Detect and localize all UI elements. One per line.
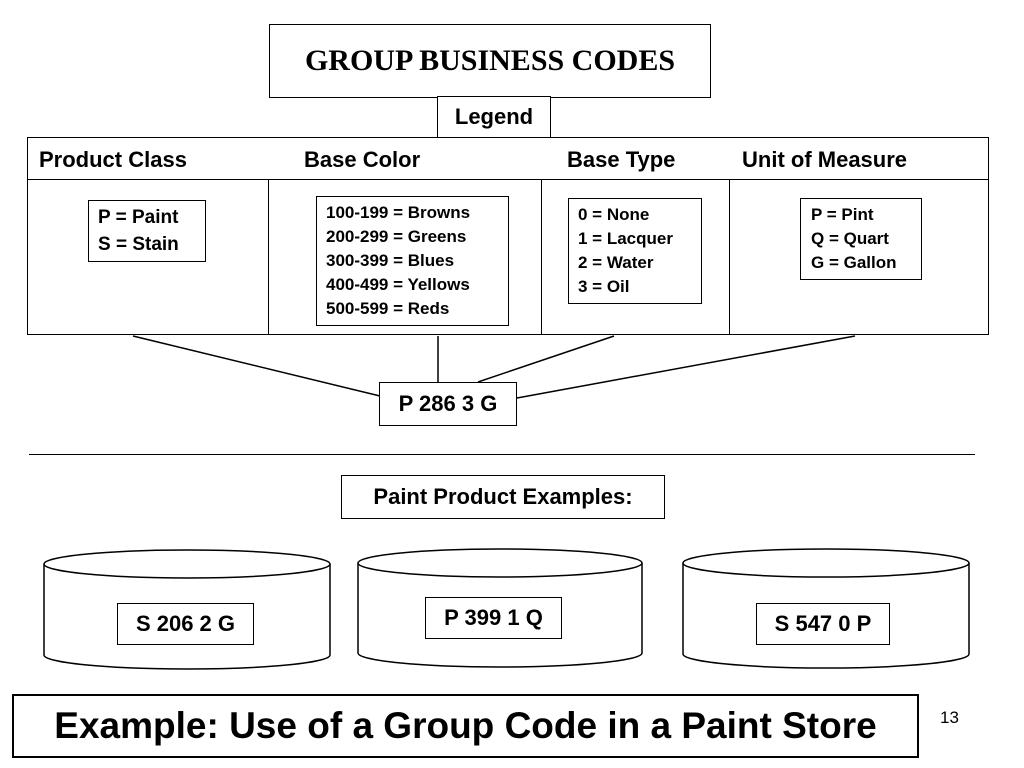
header-base-color: Base Color bbox=[304, 147, 421, 172]
header-product-class: Product Class bbox=[39, 147, 187, 172]
code-item: 3 = Oil bbox=[578, 277, 630, 296]
code-item: 1 = Lacquer bbox=[578, 229, 673, 248]
legend-header-row: Product Class Base Color Base Type Unit … bbox=[27, 137, 989, 181]
connector-product-class bbox=[132, 335, 381, 397]
column-divider bbox=[541, 180, 542, 334]
code-item: S = Stain bbox=[98, 234, 179, 255]
connector-base-type bbox=[477, 335, 615, 383]
legend-label: Legend bbox=[437, 96, 551, 138]
base-color-codes: 100-199 = Browns 200-299 = Greens 300-39… bbox=[316, 196, 509, 326]
diagram-title: GROUP BUSINESS CODES bbox=[269, 24, 711, 98]
product-class-codes: P = Paint S = Stain bbox=[88, 200, 206, 262]
unit-of-measure-codes: P = Pint Q = Quart G = Gallon bbox=[800, 198, 922, 280]
examples-label: Paint Product Examples: bbox=[341, 475, 665, 519]
example-group-code: P 286 3 G bbox=[379, 382, 517, 426]
code-item: 400-499 = Yellows bbox=[326, 275, 470, 294]
slide-footer-title: Example: Use of a Group Code in a Paint … bbox=[12, 694, 919, 758]
code-item: 500-599 = Reds bbox=[326, 299, 450, 318]
column-divider bbox=[268, 180, 269, 334]
code-item: 2 = Water bbox=[578, 253, 654, 272]
connector-unit-of-measure bbox=[516, 335, 856, 399]
code-item: Q = Quart bbox=[811, 229, 889, 248]
header-base-type: Base Type bbox=[567, 147, 676, 172]
section-separator bbox=[29, 454, 975, 455]
code-item: G = Gallon bbox=[811, 253, 897, 272]
column-divider bbox=[729, 180, 730, 334]
can-code-label: S 547 0 P bbox=[756, 603, 890, 645]
code-item: P = Pint bbox=[811, 205, 874, 224]
can-code-label: S 206 2 G bbox=[117, 603, 254, 645]
code-item: 300-399 = Blues bbox=[326, 251, 455, 270]
code-item: 0 = None bbox=[578, 205, 650, 224]
base-type-codes: 0 = None 1 = Lacquer 2 = Water 3 = Oil bbox=[568, 198, 702, 304]
can-code-label: P 399 1 Q bbox=[425, 597, 562, 639]
code-item: 200-299 = Greens bbox=[326, 227, 467, 246]
code-item: P = Paint bbox=[98, 207, 179, 228]
header-unit-of-measure: Unit of Measure bbox=[742, 147, 908, 172]
code-item: 100-199 = Browns bbox=[326, 203, 471, 222]
page-number: 13 bbox=[940, 708, 959, 727]
